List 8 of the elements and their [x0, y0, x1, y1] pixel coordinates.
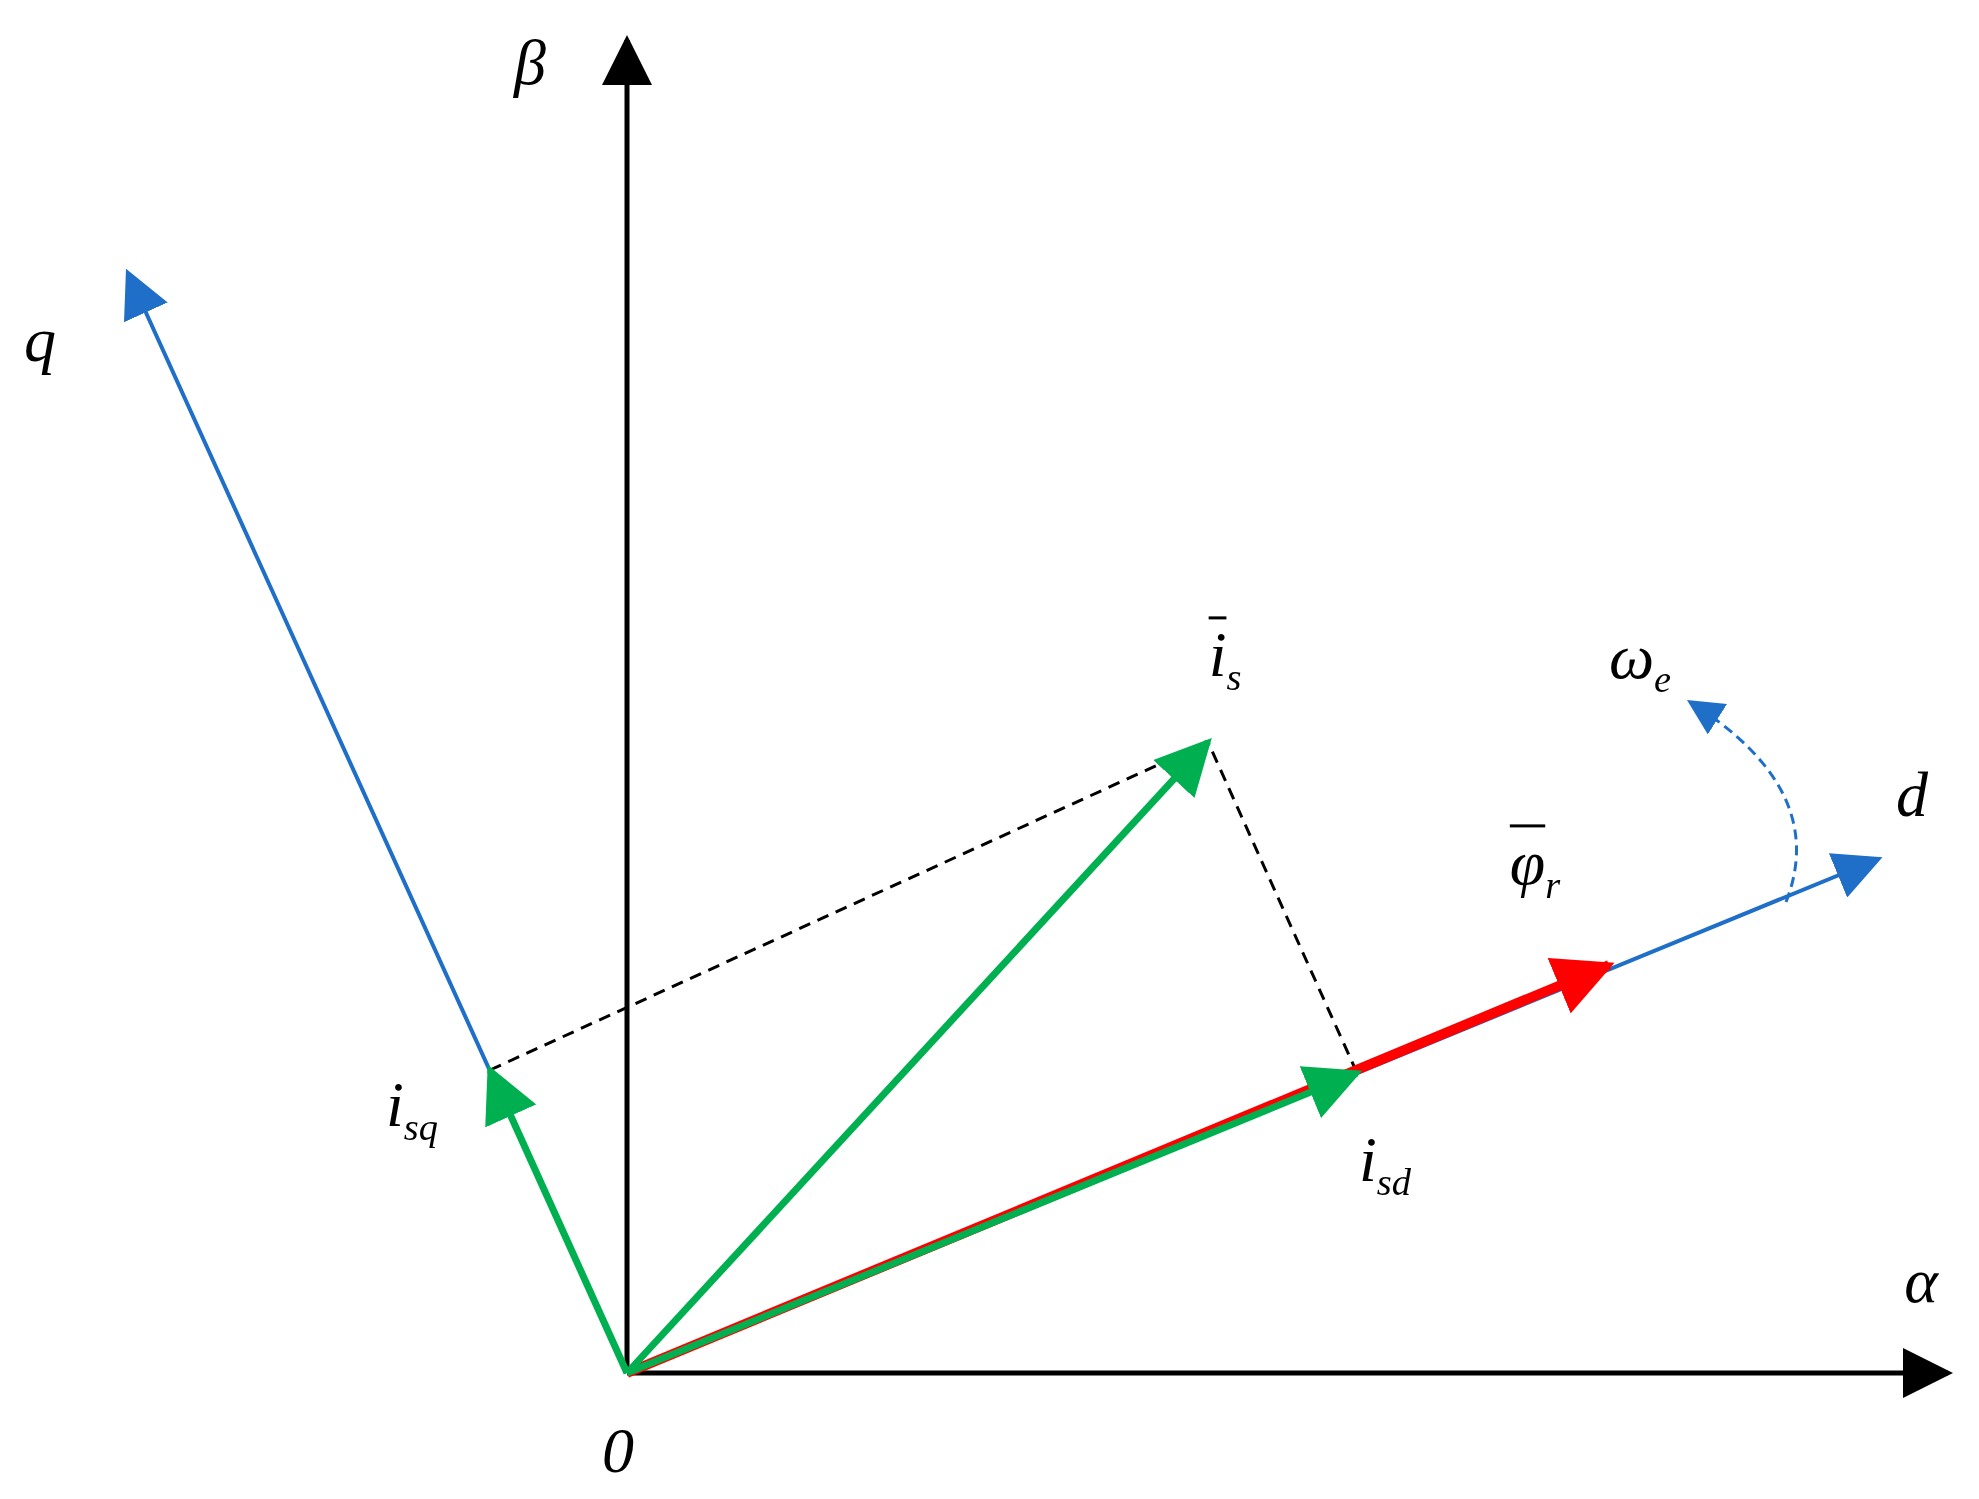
axis-label: d [1896, 763, 1928, 827]
vector-label: i$_{sd}$ [1359, 1128, 1411, 1202]
vector-label: i$_{s}$ [1208, 623, 1242, 697]
vector-label: i$_{sq}$ [386, 1073, 438, 1147]
axis-label: α [1904, 1249, 1938, 1313]
rotation-label: ω$_{e}$ [1608, 625, 1672, 699]
vector-label: φ$_{r}$ [1509, 831, 1561, 905]
origin-label: 0 [602, 1419, 634, 1483]
